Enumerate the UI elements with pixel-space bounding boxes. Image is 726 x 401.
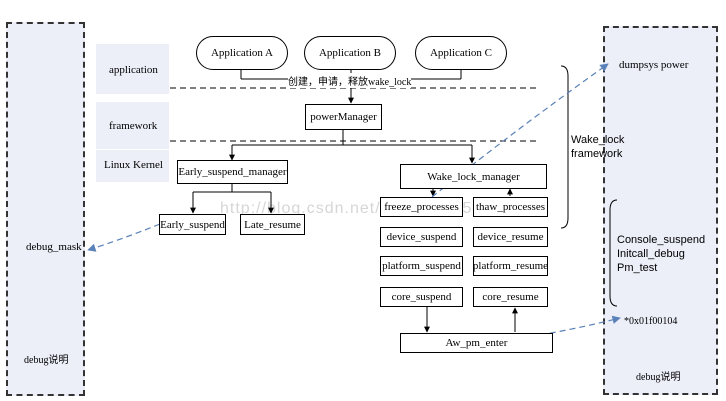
kernel-layer-label: Linux Kernel xyxy=(104,159,163,171)
application-layer-band xyxy=(96,44,169,94)
wake-lock-manager-node: Wake_lock_manager xyxy=(400,164,547,189)
late-resume-node: Late_resume xyxy=(240,214,305,235)
platform-resume-node: platform_resume xyxy=(473,256,548,276)
debug-options-brace xyxy=(609,199,618,307)
core-suspend-node: core_suspend xyxy=(380,287,463,307)
device-suspend-node: device_suspend xyxy=(380,227,463,247)
register-address-label: *0x01f00104 xyxy=(624,316,678,327)
wake-lock-framework-label-line1: Wake_lock xyxy=(571,134,625,146)
dumpsys-dashed-arrow xyxy=(431,63,609,198)
wake-lock-framework-brace xyxy=(560,65,569,229)
aw-pm-enter-node: Aw_pm_enter xyxy=(400,333,553,353)
core-resume-node: core_resume xyxy=(473,287,548,307)
application-a-node: Application A xyxy=(196,36,288,70)
framework-layer-band xyxy=(96,102,169,149)
address-dashed-arrow xyxy=(539,315,621,336)
left-debug-note: debug说明 xyxy=(24,355,69,366)
early-suspend-node: Early_suspend xyxy=(159,214,226,235)
pm-test-label: Pm_test xyxy=(617,262,658,274)
initcall-debug-label: Initcall_debug xyxy=(617,248,685,260)
console-suspend-label: Console_suspend xyxy=(617,234,706,246)
right-debug-panel xyxy=(603,26,718,395)
debug-mask-label: debug_mask xyxy=(26,241,82,253)
framework-layer-label: framework xyxy=(109,120,158,132)
freeze-processes-node: freeze_processes xyxy=(380,197,463,217)
thaw-processes-node: thaw_processes xyxy=(473,197,548,217)
early-suspend-manager-node: Early_suspend_manager xyxy=(177,160,288,184)
application-b-node: Application B xyxy=(304,36,396,70)
right-debug-note: debug说明 xyxy=(636,372,681,383)
debug-mask-dashed-arrow xyxy=(87,223,161,252)
dumpsys-power-label: dumpsys power xyxy=(619,59,689,71)
application-layer-label: application xyxy=(109,64,158,76)
wake-lock-api-annotation: 创建，申请，释放wake_lock xyxy=(288,73,412,88)
power-manager-node: powerManager xyxy=(305,104,382,130)
platform-suspend-node: platform_suspend xyxy=(380,256,463,276)
device-resume-node: device_resume xyxy=(473,227,548,247)
kernel-layer-band xyxy=(96,150,169,182)
left-debug-panel xyxy=(6,22,85,396)
wake-lock-framework-label-line2: framework xyxy=(571,148,623,160)
application-c-node: Application C xyxy=(415,36,507,70)
